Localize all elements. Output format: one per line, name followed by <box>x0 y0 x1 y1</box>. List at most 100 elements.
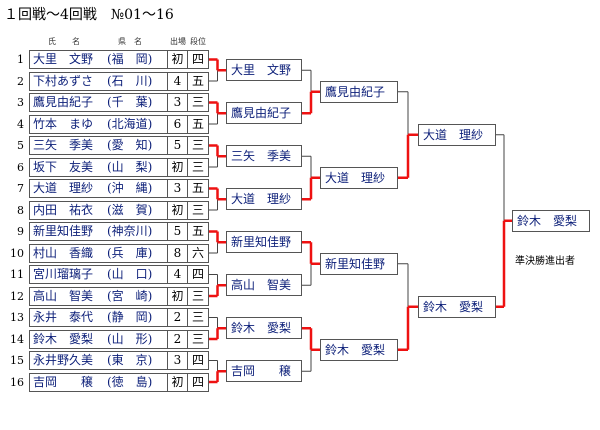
player-prefecture: (福 岡) <box>107 51 168 68</box>
player-rank: 三 <box>191 159 204 174</box>
player-appearances: 8 <box>168 244 188 262</box>
player-rank: 三 <box>191 202 204 217</box>
round2-winner: 鈴木 愛梨 <box>320 338 398 361</box>
player-row: 大里 文野 (福 岡)初四 <box>29 50 209 69</box>
player-rank: 四 <box>191 353 204 367</box>
page-title: １回戦～4回戦 №01～16 <box>4 7 174 23</box>
player-appearances: 2 <box>168 330 188 348</box>
player-prefecture: (宮 崎) <box>107 287 168 305</box>
player-name: 村山 香織 <box>33 245 94 260</box>
player-prefecture: (石 川) <box>107 72 168 90</box>
header-count: 出場 <box>170 37 186 46</box>
round1-winner: 鷹見由紀子 <box>226 102 302 125</box>
player-prefecture: (北海道) <box>107 115 168 133</box>
player-rank: 六 <box>191 245 204 260</box>
round2-winner: 鷹見由紀子 <box>320 80 398 103</box>
player-prefecture: (愛 知) <box>107 137 168 154</box>
player-prefecture: (徳 島) <box>107 373 168 391</box>
player-number: 6 <box>17 160 24 174</box>
player-prefecture: (静 岡) <box>107 309 168 326</box>
player-number: 15 <box>10 354 24 367</box>
player-prefecture: (山 口) <box>107 266 168 283</box>
player-name: 宮川瑠璃子 <box>33 267 94 281</box>
player-rank: 五 <box>191 181 204 195</box>
player-number: 3 <box>17 96 24 109</box>
player-number: 12 <box>10 289 24 303</box>
player-rank: 三 <box>191 331 204 346</box>
player-row: 坂下 友美(山 梨)初三 <box>29 157 209 177</box>
player-number: 2 <box>17 74 24 88</box>
player-rank: 四 <box>191 267 204 281</box>
player-number: 16 <box>10 375 24 389</box>
player-name: 内田 祐衣 <box>33 202 94 217</box>
player-appearances: 5 <box>168 223 188 240</box>
header-rank: 段位 <box>190 37 206 46</box>
player-appearances: 初 <box>168 373 188 391</box>
round1-winner: 大里 文野 <box>226 59 302 82</box>
player-appearances: 初 <box>168 51 188 68</box>
player-appearances: 初 <box>168 287 188 305</box>
player-prefecture: (沖 縄) <box>107 180 168 197</box>
player-name: 竹本 まゆ <box>33 116 94 131</box>
player-rank: 三 <box>191 310 204 324</box>
round2-winner: 大道 理紗 <box>320 166 398 189</box>
player-name: 坂下 友美 <box>33 159 94 174</box>
round1-winner: 三矢 季美 <box>226 145 302 168</box>
player-number: 1 <box>17 53 24 66</box>
header-name: 氏 名 <box>48 37 80 46</box>
player-name: 永井野久美 <box>33 353 94 367</box>
player-rank: 五 <box>191 73 204 88</box>
player-number: 9 <box>17 225 24 238</box>
player-name: 新里知佳野 <box>33 224 94 238</box>
player-name: 鈴木 愛梨 <box>33 331 94 346</box>
player-row: 内田 祐衣(滋 賀)初三 <box>29 200 209 220</box>
player-number: 14 <box>10 332 24 346</box>
player-name: 大道 理紗 <box>33 181 94 195</box>
player-row: 吉岡 穣(徳 島)初四 <box>29 372 209 392</box>
player-row: 高山 智美 (宮 崎)初三 <box>29 286 209 306</box>
player-name: 大里 文野 <box>33 52 94 66</box>
player-prefecture: (滋 賀) <box>107 201 168 219</box>
player-rank: 四 <box>191 52 204 66</box>
player-name: 吉岡 穣 <box>33 374 94 389</box>
player-appearances: 5 <box>168 137 188 154</box>
player-name: 永井 泰代 <box>33 310 94 324</box>
player-prefecture: (山 梨) <box>107 158 168 176</box>
player-prefecture: (兵 庫) <box>107 244 168 262</box>
player-appearances: 4 <box>168 72 188 90</box>
round1-winner: 新里知佳野 <box>226 231 302 254</box>
player-prefecture: (神奈川) <box>107 223 168 240</box>
player-number: 11 <box>10 268 24 281</box>
round3-winner: 鈴木 愛梨 <box>418 295 496 318</box>
player-name: 高山 智美 <box>33 288 94 303</box>
player-appearances: 3 <box>168 352 188 369</box>
round1-winner: 高山 智美 <box>226 274 302 297</box>
player-number: 5 <box>17 139 24 152</box>
round1-winner: 大道 理紗 <box>226 188 302 211</box>
player-number: 13 <box>10 311 24 324</box>
semifinal-note: 準決勝進出者 <box>515 256 575 267</box>
player-appearances: 4 <box>168 266 188 283</box>
round4-winner: 鈴木 愛梨 <box>512 209 590 232</box>
player-rank: 五 <box>191 224 204 238</box>
player-appearances: 3 <box>168 94 188 111</box>
round2-winner: 新里知佳野 <box>320 252 398 275</box>
player-number: 8 <box>17 203 24 217</box>
player-number: 7 <box>17 182 24 195</box>
player-rank: 三 <box>191 138 204 152</box>
player-prefecture: (東 京) <box>107 352 168 369</box>
player-prefecture: (山 形) <box>107 330 168 348</box>
player-rank: 三 <box>191 288 204 303</box>
player-number: 4 <box>17 117 24 131</box>
player-name: 鷹見由紀子 <box>33 95 94 109</box>
player-rank: 五 <box>191 116 204 131</box>
